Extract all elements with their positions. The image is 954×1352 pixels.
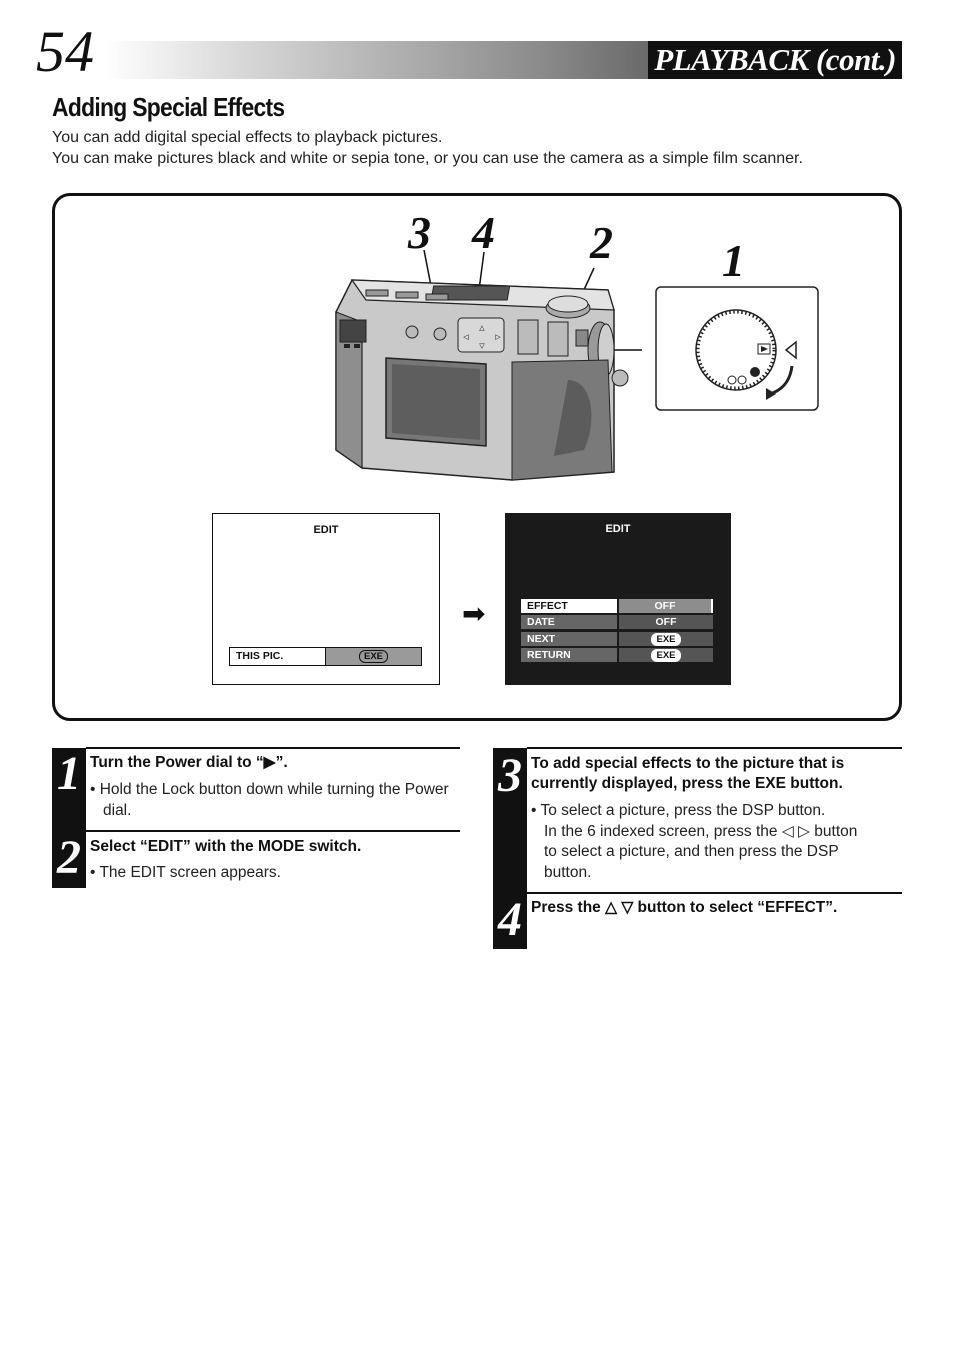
step-1-bullet: • Hold the Lock button down while turnin… [90,781,449,819]
step-2-heading: Select “EDIT” with the MODE switch. [90,838,362,855]
camera-illustration: △ ▽ ◁ ▷ [335,250,642,481]
menu-row-label: NEXT [521,632,617,646]
step-1-heading: Turn the Power dial to “▶”. [90,754,288,771]
page-title: Adding Special Effects [52,92,285,122]
intro-line: You can add digital special effects to p… [52,129,443,146]
screen-title: EDIT [313,524,339,536]
sub-line: In the 6 indexed screen, press the ◁ ▷ b… [544,822,858,840]
bullet-text: To select a picture, press the DSP butto… [540,802,826,819]
menu-row-next: NEXT EXE [521,632,713,646]
step-number: 3 [498,749,522,802]
menu-row-label: DATE [521,615,617,629]
menu-row-value: EXE [326,648,421,665]
bullet-text: Hold the Lock button down while turning … [99,781,449,819]
heading-line: To add special effects to the picture th… [531,755,845,772]
section-title: PLAYBACK (cont.) [648,41,902,79]
step-rule [527,747,902,749]
bullet-text: The EDIT screen appears. [99,864,281,881]
edit-screen-before: EDIT THIS PIC. EXE [212,513,440,685]
callout-number: 1 [722,235,745,286]
step-badge-column [52,748,86,888]
arrow-right-icon: ➡ [462,598,486,629]
menu-row-value: EXE [619,648,713,662]
svg-text:◁: ◁ [463,333,469,341]
step-number: 1 [57,747,81,800]
illustration-frame [52,193,902,721]
step-number: 4 [498,893,522,946]
step-4-heading: Press the △ ▽ button to select “EFFECT”. [531,899,838,916]
step-rule [86,830,460,832]
menu-row-value: EXE [619,632,713,646]
menu-row-return: RETURN EXE [521,648,713,662]
step-number: 2 [57,831,81,884]
exe-pill: EXE [651,649,681,662]
intro-line: You can make pictures black and white or… [52,150,803,167]
menu-row-value: OFF [619,615,713,629]
screen-title: EDIT [605,523,631,535]
step-badge-column [493,748,527,949]
intro-text: You can add digital special effects to p… [52,127,912,169]
menu-row-date: DATE OFF [521,615,713,629]
step-3-body: • To select a picture, press the DSP but… [531,801,903,883]
sub-line: button. [544,863,592,881]
menu-row-label: RETURN [521,648,617,662]
edit-screen-after: EDIT EFFECT OFF DATE OFF NEXT EXE RETURN… [505,513,731,685]
step-2-bullet: • The EDIT screen appears. [90,864,281,881]
callout-number: 3 [408,207,431,258]
menu-row-effect: EFFECT OFF [521,599,713,613]
step-3-bullet: • To select a picture, press the DSP but… [531,802,826,819]
svg-text:▽: ▽ [479,342,485,350]
exe-pill: EXE [651,633,681,646]
step-rule [527,892,902,894]
menu-row-label: EFFECT [521,599,617,613]
heading-line: currently displayed, press the EXE butto… [531,775,843,792]
menu-row-this-pic: THIS PIC. EXE [229,647,422,666]
sub-line: to select a picture, and then press the … [544,843,839,860]
step-rule [86,747,460,749]
exe-pill: EXE [358,650,388,663]
menu-row-label: THIS PIC. [230,648,326,665]
menu-row-value: OFF [619,599,713,613]
step-3-heading: To add special effects to the picture th… [531,754,901,794]
callout-number: 4 [472,207,495,258]
page-number: 54 [36,19,94,84]
svg-text:△: △ [479,324,485,332]
svg-text:▷: ▷ [495,333,501,341]
power-dial-inset [655,286,819,411]
callout-number: 2 [590,217,613,268]
